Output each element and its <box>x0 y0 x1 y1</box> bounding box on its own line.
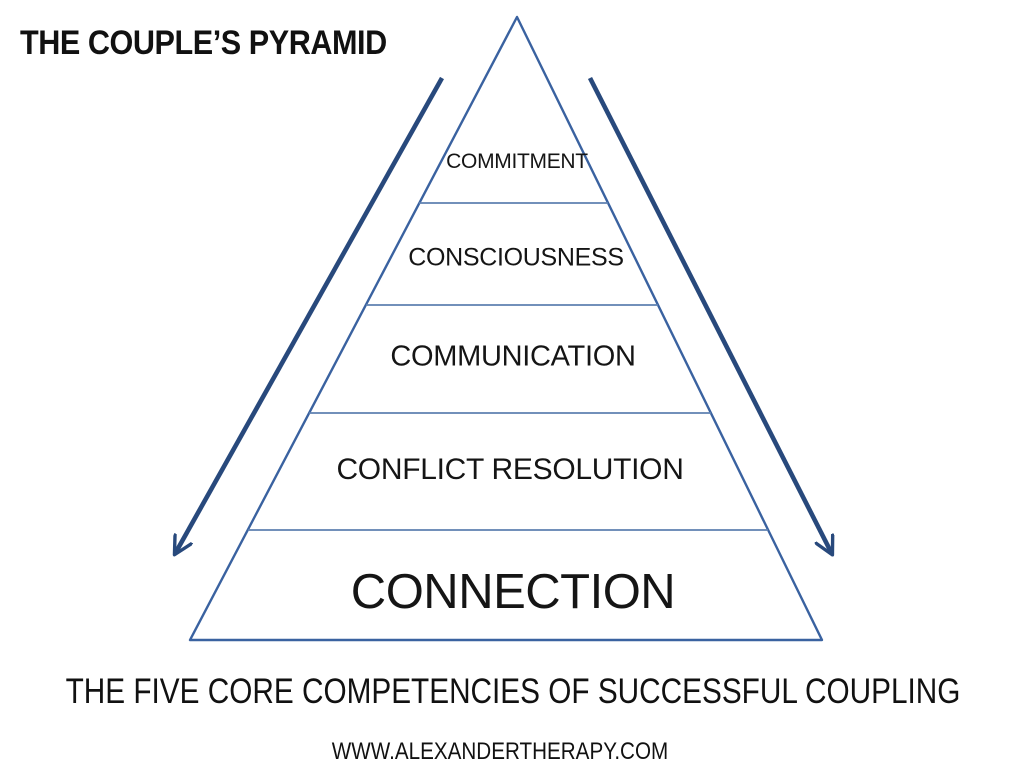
page-title: THE COUPLE’S PYRAMID <box>20 24 387 62</box>
footer-website: WWW.ALEXANDERTHERAPY.COM <box>331 738 669 765</box>
pyramid-level-label-conflict-resolution: CONFLICT RESOLUTION <box>336 453 684 486</box>
right-flow-arrow <box>587 76 831 552</box>
footer-heading: THE FIVE CORE COMPETENCIES OF SUCCESSFUL… <box>65 672 961 711</box>
pyramid-level-label-commitment: COMMITMENT <box>446 150 588 173</box>
left-flow-arrow <box>176 76 445 552</box>
pyramid-outline <box>188 15 824 642</box>
pyramid-level-label-communication: COMMUNICATION <box>390 340 636 373</box>
pyramid-level-label-consciousness: CONSCIOUSNESS <box>408 243 624 272</box>
pyramid-level-label-connection: CONNECTION <box>350 565 676 619</box>
